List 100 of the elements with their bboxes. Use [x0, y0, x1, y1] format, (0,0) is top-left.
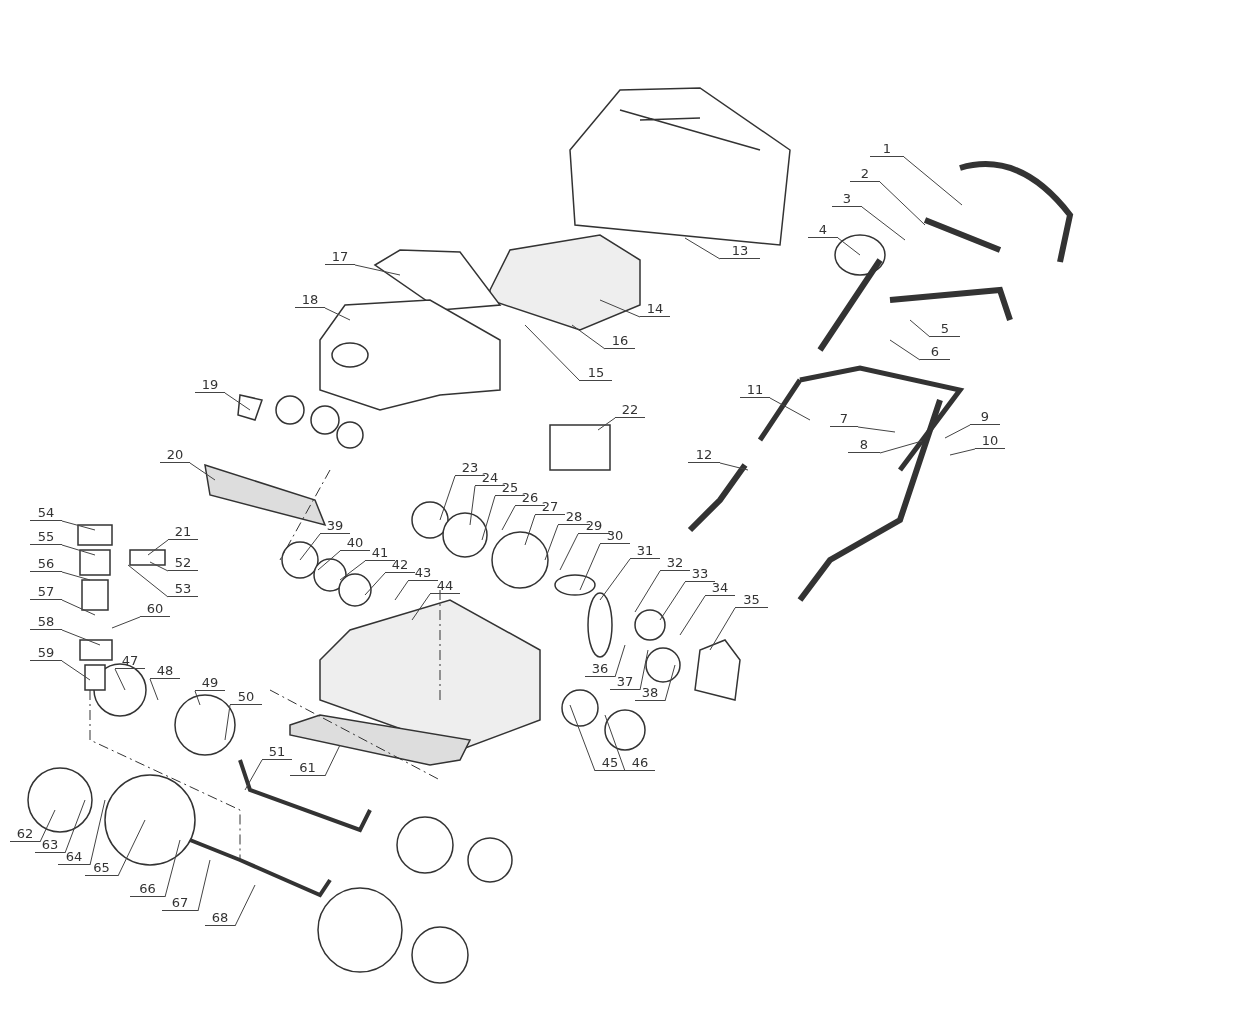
callout-number: 17: [325, 249, 355, 265]
callout-number: 67: [162, 895, 198, 911]
callout-number: 47: [115, 653, 145, 669]
callout-number: 15: [580, 365, 612, 381]
leader-line: [634, 570, 661, 613]
leader-line: [769, 397, 811, 421]
callout-number: 62: [10, 826, 40, 842]
callout-number: 1: [870, 141, 904, 157]
leader-line: [949, 448, 976, 456]
leader-line: [324, 744, 341, 777]
callout-number: 45: [595, 755, 625, 771]
callout-number: 48: [150, 663, 180, 679]
leader-line: [604, 714, 626, 772]
callout-number: 38: [635, 685, 665, 701]
callout-number: 55: [30, 529, 62, 545]
leader-line: [599, 558, 631, 601]
leader-line: [339, 560, 366, 581]
callout-number: 43: [408, 565, 438, 581]
callout-number: 4: [808, 222, 838, 238]
leader-line: [61, 629, 101, 646]
leader-line: [679, 595, 706, 636]
leader-line: [599, 299, 641, 318]
callout-number: 20: [160, 447, 190, 463]
leader-line: [579, 543, 601, 591]
callout-number: 19: [195, 377, 225, 393]
leader-line: [879, 440, 923, 454]
leader-line: [61, 544, 96, 556]
callout-number: 66: [130, 881, 165, 897]
callout-number: 40: [340, 535, 370, 551]
leader-line: [149, 678, 159, 701]
leader-line: [481, 495, 496, 541]
leader-line: [501, 505, 516, 531]
leader-line: [709, 607, 736, 651]
leader-line: [903, 156, 963, 206]
callout-number: 22: [615, 402, 645, 418]
leader-line: [559, 533, 579, 571]
callout-number: 65: [85, 860, 118, 876]
callout-number: 51: [262, 744, 292, 760]
callout-number: 49: [195, 675, 225, 691]
leader-line: [111, 616, 141, 629]
leader-line: [61, 599, 96, 616]
leader-line: [61, 571, 91, 581]
leader-line: [64, 799, 86, 854]
callout-number: 18: [295, 292, 325, 308]
callout-number: 5: [930, 321, 960, 337]
callout-number: 39: [320, 518, 350, 534]
callout-number: 37: [610, 674, 640, 690]
callout-number: 52: [168, 555, 198, 571]
callout-number: 33: [685, 566, 715, 582]
callout-number: 68: [205, 910, 235, 926]
leader-line: [117, 819, 146, 877]
leader-line: [639, 649, 649, 691]
leader-line: [544, 524, 559, 561]
leader-line: [244, 759, 263, 791]
callout-number: 14: [640, 301, 670, 317]
leader-line: [299, 533, 321, 561]
leader-line: [324, 307, 351, 321]
callout-number: 53: [168, 581, 198, 597]
leader-line: [719, 462, 749, 471]
callout-number: 13: [720, 243, 760, 259]
leader-line: [524, 514, 536, 546]
callout-number: 54: [30, 505, 62, 521]
callout-number: 63: [35, 837, 65, 853]
leader-line: [164, 839, 181, 898]
leader-line: [224, 392, 251, 411]
callout-number: 35: [735, 592, 768, 608]
leader-line: [147, 539, 169, 556]
callout-number: 12: [688, 447, 720, 463]
callout-number: 11: [740, 382, 770, 398]
callout-number: 31: [630, 543, 660, 559]
callout-number: 60: [140, 601, 170, 617]
leader-line: [889, 339, 921, 361]
leader-line: [524, 324, 581, 382]
callout-number: 3: [832, 191, 862, 207]
leader-line: [944, 424, 971, 439]
leader-line: [194, 690, 201, 706]
callout-number: 36: [585, 661, 615, 677]
leader-line: [861, 206, 906, 241]
leader-line: [61, 520, 96, 531]
leader-line: [394, 580, 409, 601]
callout-number: 46: [625, 755, 655, 771]
callout-number: 7: [830, 411, 858, 427]
callout-number: 21: [168, 524, 198, 540]
leader-line: [411, 593, 431, 621]
leader-line: [61, 660, 91, 681]
leader-line: [364, 572, 386, 596]
leader-line: [114, 668, 126, 691]
leader-line: [664, 664, 676, 702]
leader-line: [354, 264, 401, 276]
callout-number: 34: [705, 580, 735, 596]
callout-number: 50: [230, 689, 262, 705]
leader-line: [39, 809, 56, 843]
leader-line: [614, 644, 626, 678]
callout-number: 59: [30, 645, 62, 661]
callout-number: 58: [30, 614, 62, 630]
callout-number: 32: [660, 555, 690, 571]
leader-line: [659, 581, 686, 621]
callout-number: 56: [30, 556, 62, 572]
callout-number: 42: [385, 557, 415, 573]
leader-line: [149, 561, 169, 572]
